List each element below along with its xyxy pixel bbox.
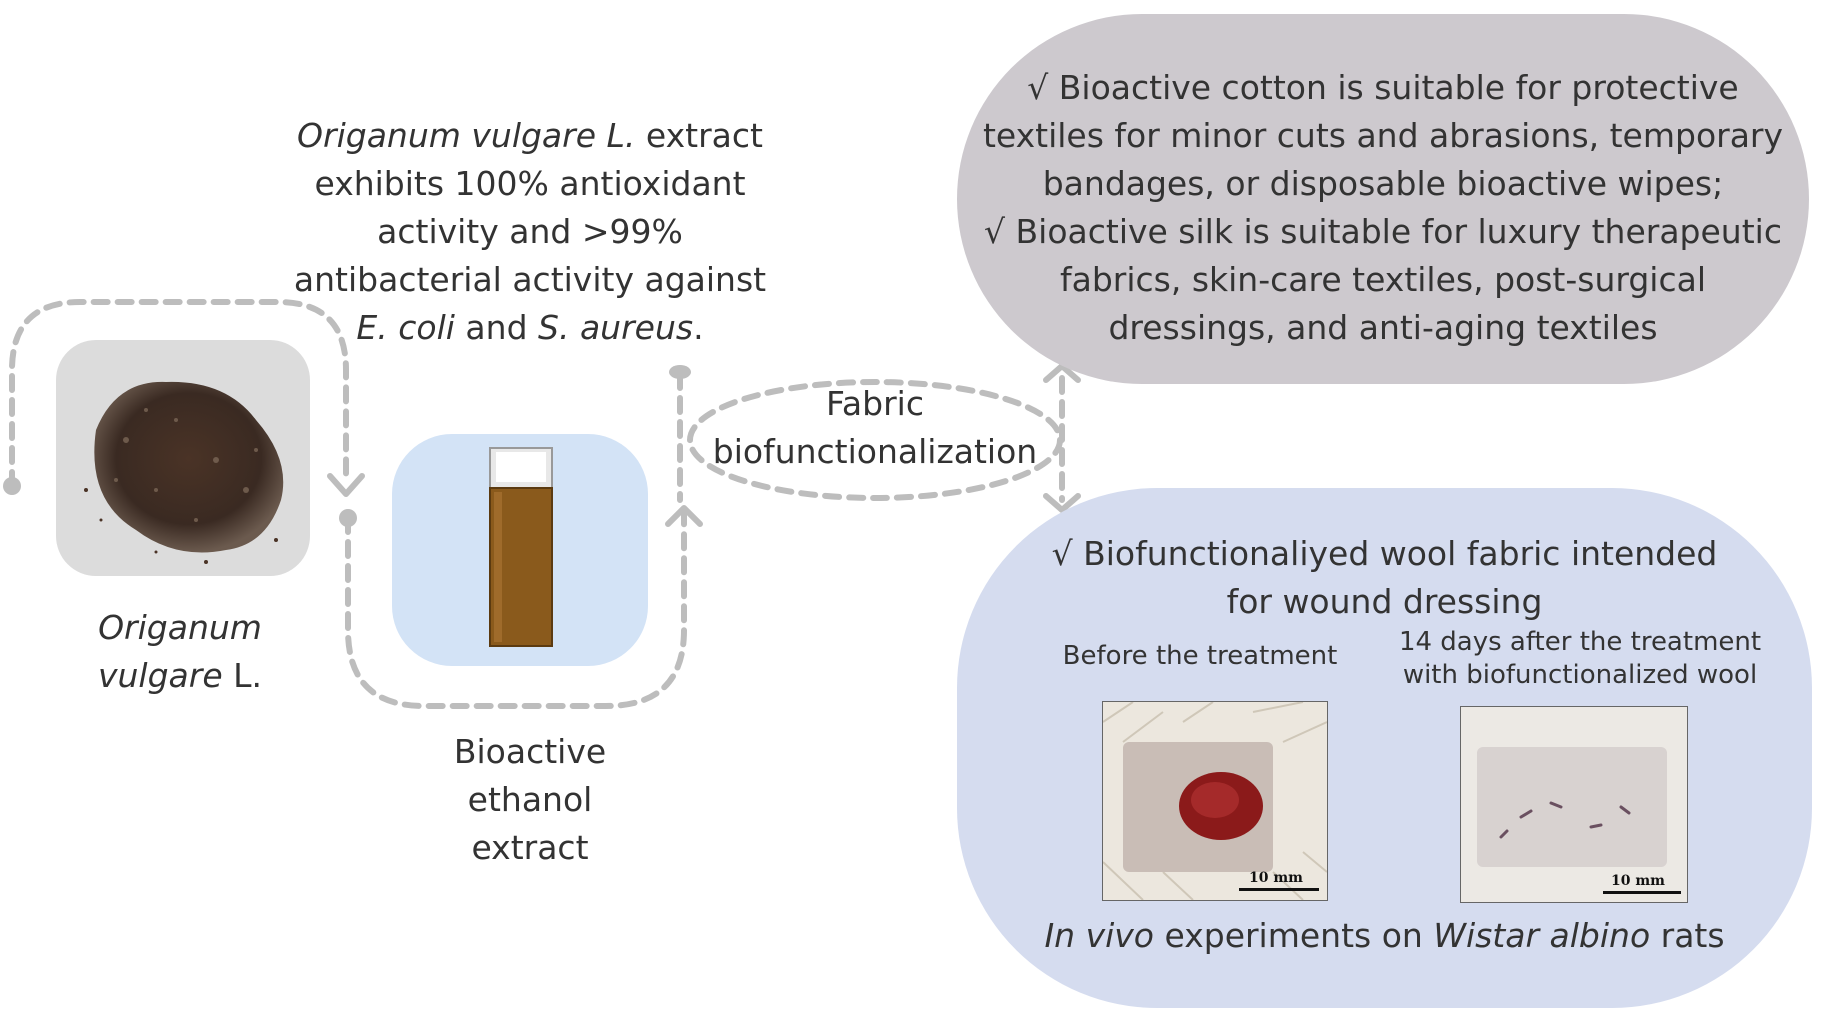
scale-label-before: 10 mm	[1249, 870, 1303, 886]
extract-image-frame	[392, 434, 648, 666]
cotton-silk-applications-text: √ Bioactive cotton is suitable for prote…	[982, 68, 1784, 347]
chevron-down-icon	[327, 473, 365, 497]
oregano-pile-icon	[84, 381, 284, 564]
chevron-down-icon-right	[1043, 493, 1081, 513]
plant-loop-start-dot	[3, 477, 21, 495]
plant-loop-arrow	[9, 299, 349, 489]
in-vivo-caption: In vivo experiments on Wistar albino rat…	[1044, 916, 1725, 955]
extract-vial-icon	[489, 447, 553, 647]
oregano-image-frame	[56, 340, 310, 576]
extract-label: Bioactive ethanol extract	[453, 732, 607, 867]
chevron-up-icon	[665, 505, 703, 527]
before-treatment-photo: 10 mm	[1102, 701, 1328, 901]
cotton-silk-applications-bubble	[957, 14, 1809, 384]
plant-label: Origanum vulgare L.	[97, 608, 263, 695]
after-treatment-label: 14 days after the treatment with biofunc…	[1398, 627, 1762, 690]
after-treatment-photo: 10 mm	[1460, 706, 1688, 903]
process-label: Fabric biofunctionalization	[712, 384, 1038, 471]
wool-heading: √ Biofunctionaliyed wool fabric intended…	[1051, 534, 1718, 621]
connector-dot	[669, 365, 691, 379]
scale-label-after: 10 mm	[1611, 873, 1665, 889]
before-treatment-label: Before the treatment	[1062, 641, 1338, 671]
extract-loop-start-dot	[339, 509, 357, 527]
extract-description: Origanum vulgare L. extract exhibits 100…	[293, 116, 767, 347]
extract-loop-arrow	[345, 509, 687, 709]
